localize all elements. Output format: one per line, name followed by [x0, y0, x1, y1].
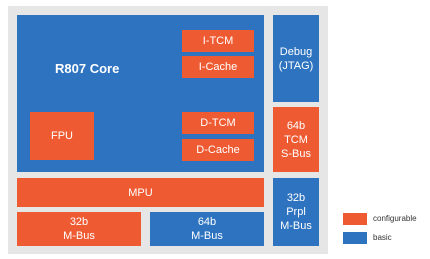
- debug-label: Debug: [279, 45, 313, 58]
- prpl-m-bus-prpl: Prpl: [286, 206, 306, 218]
- jtag-label: (JTAG): [278, 59, 314, 72]
- m-bus-32b-block: 32b M-Bus: [17, 212, 141, 246]
- fpu-block: FPU: [30, 112, 94, 160]
- prpl-m-bus-label: M-Bus: [280, 220, 312, 232]
- debug-jtag-block: Debug (JTAG): [273, 15, 319, 102]
- legend-configurable-swatch: [343, 213, 367, 225]
- legend-configurable-label: configurable: [373, 214, 417, 223]
- prpl-m-bus-block: 32b Prpl M-Bus: [273, 178, 319, 246]
- tcm-s-bus-width: 64b: [286, 119, 306, 132]
- m-bus-64b-block: 64b M-Bus: [150, 212, 264, 246]
- legend-basic-swatch: [343, 232, 367, 244]
- legend-basic-label: basic: [373, 233, 392, 242]
- m-bus-32b-label: M-Bus: [63, 230, 95, 242]
- m-bus-32b-width: 32b: [69, 216, 89, 228]
- mpu-block: MPU: [17, 178, 264, 207]
- tcm-s-bus-tcm: TCM: [284, 133, 308, 146]
- m-bus-64b-width: 64b: [197, 216, 217, 228]
- i-cache-block: I-Cache: [182, 56, 254, 78]
- prpl-m-bus-width: 32b: [286, 192, 306, 204]
- i-tcm-block: I-TCM: [182, 30, 254, 52]
- tcm-s-bus-block: 64b TCM S-Bus: [273, 107, 319, 172]
- d-cache-block: D-Cache: [182, 139, 254, 161]
- m-bus-64b-label: M-Bus: [191, 230, 223, 242]
- core-label: R807 Core: [55, 61, 120, 76]
- d-tcm-block: D-TCM: [182, 112, 254, 134]
- tcm-s-bus-label: S-Bus: [281, 147, 311, 160]
